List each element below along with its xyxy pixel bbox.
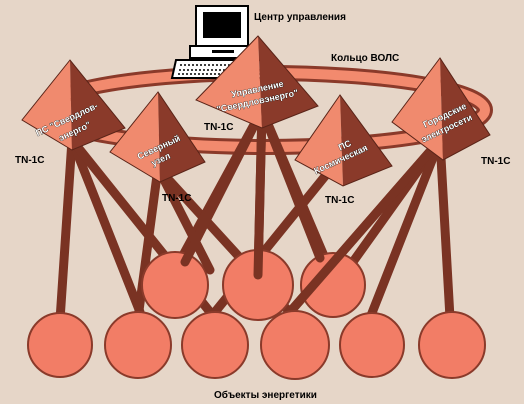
energy-object: [181, 311, 249, 379]
energy-object: [300, 252, 366, 318]
tag-management: TN-1C: [204, 122, 233, 133]
energy-objects-front: [27, 310, 486, 380]
energy-object: [418, 311, 486, 379]
energy-object: [104, 311, 172, 379]
energy-objects-label: Объекты энергетики: [214, 389, 317, 401]
energy-objects-back: [141, 249, 366, 321]
ring-label: Кольцо ВОЛС: [331, 53, 399, 64]
pyramid-ps-energo: [21, 59, 126, 151]
tag-north-node: TN-1C: [162, 193, 191, 204]
pyramid-ps-kosmicheskaya: [294, 94, 393, 187]
connection-lines-front: [153, 105, 445, 317]
energy-object: [141, 251, 209, 319]
tn1c-tags: TN-1C TN-1C TN-1C TN-1C TN-1C: [15, 122, 510, 206]
energy-object: [339, 312, 405, 378]
control-center-label: Центр управления: [254, 12, 346, 23]
tag-city-grid: TN-1C: [481, 156, 510, 167]
pyramid-management: [195, 35, 319, 129]
tag-ps-energo: TN-1C: [15, 155, 44, 166]
energy-object: [260, 310, 330, 380]
tag-ps-kosmicheskaya: TN-1C: [325, 195, 354, 206]
pyramid-north-node: [109, 91, 206, 183]
pyramid-city-grid: [391, 57, 491, 161]
energy-object: [27, 312, 93, 378]
